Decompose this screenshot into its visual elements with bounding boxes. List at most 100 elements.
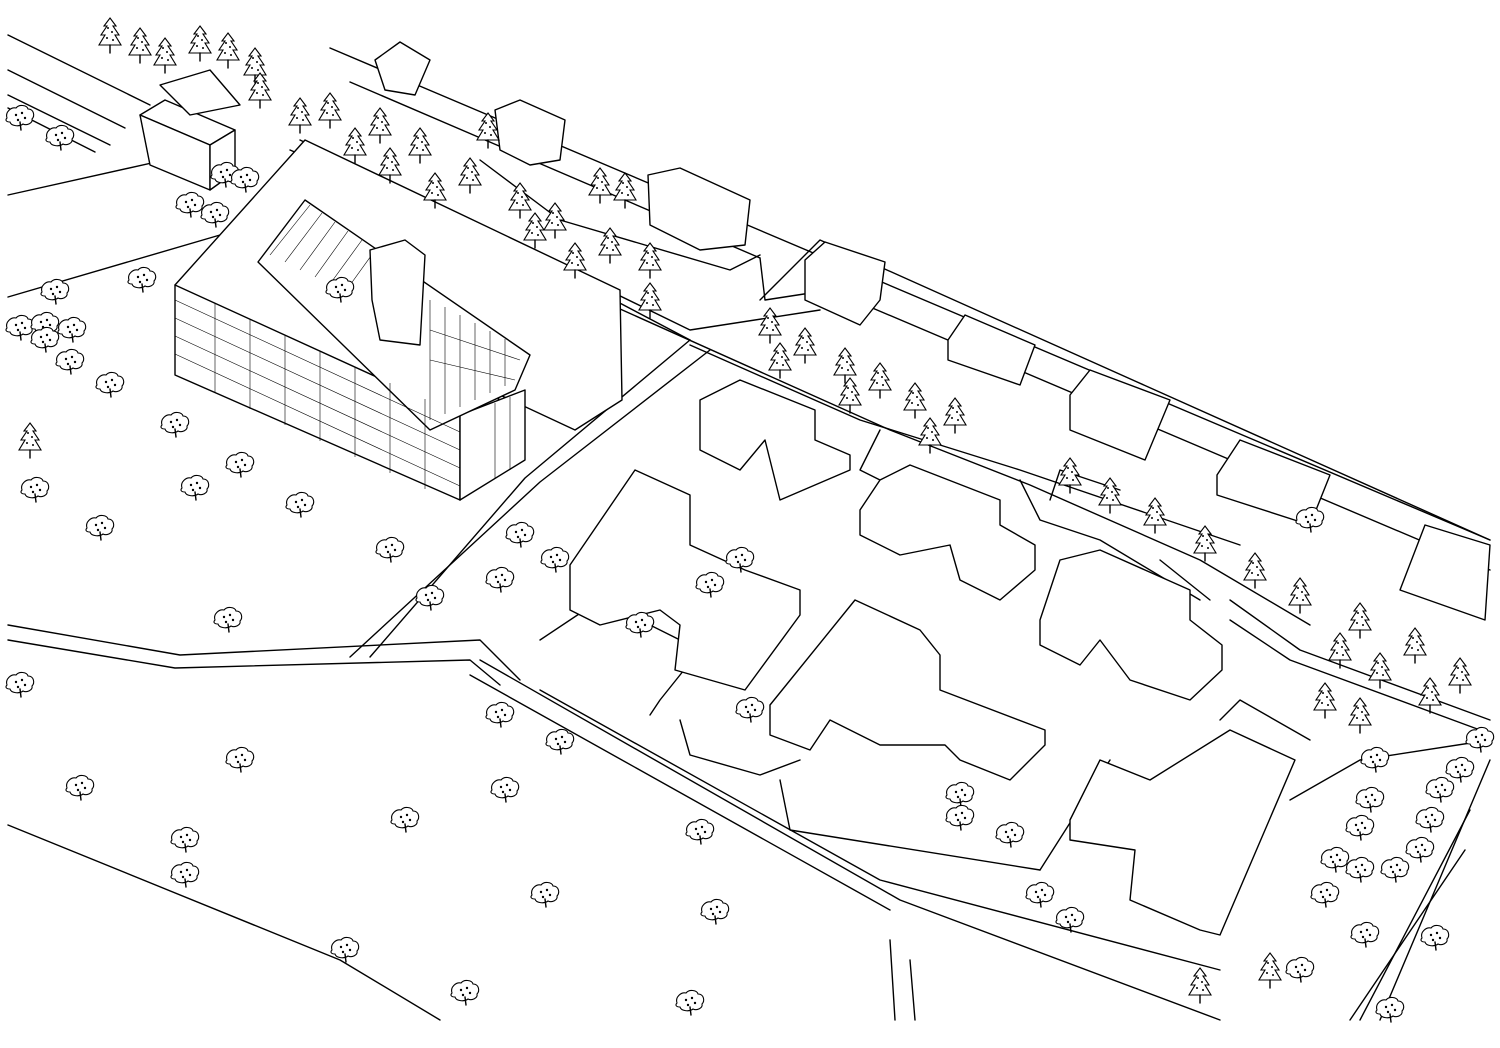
conifer-tree-icon	[1328, 632, 1352, 669]
conifer-tree-icon	[1348, 697, 1372, 734]
deciduous-tree-icon	[1425, 776, 1455, 803]
deciduous-tree-icon	[695, 571, 725, 598]
deciduous-tree-icon	[1295, 506, 1325, 533]
deciduous-tree-icon	[175, 191, 205, 218]
deciduous-tree-icon	[127, 266, 157, 293]
east-edge-road-2	[1359, 809, 1471, 1021]
glazed-canopy	[159, 69, 241, 116]
parking-loop-2	[1229, 619, 1481, 731]
conifer-tree-icon	[903, 382, 927, 419]
conifer-tree-icon	[343, 127, 367, 164]
deciduous-tree-icon	[230, 166, 260, 193]
conifer-tree-icon	[368, 107, 392, 144]
conifer-tree-icon	[1368, 652, 1392, 689]
boulevard-edge	[599, 299, 1311, 626]
conifer-tree-icon	[563, 242, 587, 279]
top-left-street-edge-2	[7, 69, 126, 129]
house-6-roof	[1069, 369, 1171, 461]
deciduous-tree-icon	[485, 701, 515, 728]
deciduous-tree-icon	[545, 728, 575, 755]
conifer-tree-icon	[1143, 497, 1167, 534]
cross-road-2	[1019, 479, 1201, 601]
deciduous-tree-icon	[700, 898, 730, 925]
conifer-tree-icon	[1448, 657, 1472, 694]
deciduous-tree-icon	[485, 566, 515, 593]
deciduous-tree-icon	[170, 826, 200, 853]
conifer-tree-icon	[838, 377, 862, 414]
deciduous-tree-icon	[95, 371, 125, 398]
deciduous-tree-icon	[20, 476, 50, 503]
block-outline-6	[1289, 739, 1491, 801]
block-f	[1069, 729, 1296, 936]
deciduous-tree-icon	[415, 584, 445, 611]
deciduous-tree-icon	[675, 989, 705, 1016]
deciduous-tree-icon	[1375, 996, 1405, 1023]
tree-layer	[5, 17, 1495, 1023]
lower-road-south	[7, 824, 441, 1021]
deciduous-tree-icon	[1415, 806, 1445, 833]
conifer-tree-icon	[128, 27, 152, 64]
conifer-tree-icon	[1348, 602, 1372, 639]
left-strip-1	[7, 94, 111, 146]
conifer-tree-icon	[153, 37, 177, 74]
conifer-tree-icon	[1188, 967, 1212, 1004]
deciduous-tree-icon	[1355, 786, 1385, 813]
deciduous-tree-icon	[530, 881, 560, 908]
deciduous-tree-icon	[1310, 881, 1340, 908]
deciduous-tree-icon	[65, 774, 95, 801]
north-lane	[759, 239, 1491, 541]
house-3-roof	[647, 167, 751, 251]
park-road-north	[7, 624, 521, 681]
house-7-roof	[1216, 439, 1331, 526]
conifer-tree-icon	[638, 242, 662, 279]
deciduous-tree-icon	[735, 696, 765, 723]
east-edge-road	[1379, 759, 1491, 1021]
conifer-tree-icon	[868, 362, 892, 399]
deciduous-tree-icon	[1380, 856, 1410, 883]
conifer-tree-icon	[523, 212, 547, 249]
conifer-tree-icon	[588, 167, 612, 204]
block-c	[1039, 549, 1223, 701]
park-road-south	[7, 639, 501, 686]
house-8-roof	[1399, 524, 1491, 621]
lower-road-branch	[889, 939, 896, 1021]
conifer-tree-icon	[1193, 525, 1217, 562]
facade-floor-lines	[174, 299, 511, 489]
house-1-roof	[374, 41, 431, 96]
conifer-tree-icon	[1243, 552, 1267, 589]
conifer-tree-icon	[1058, 457, 1082, 494]
block-b	[859, 464, 1036, 601]
deciduous-tree-icon	[85, 514, 115, 541]
side-lane-3	[1159, 559, 1211, 601]
deciduous-tree-icon	[285, 491, 315, 518]
conifer-tree-icon	[1403, 627, 1427, 664]
conifer-tree-icon	[638, 282, 662, 319]
deciduous-tree-icon	[55, 348, 85, 375]
deciduous-tree-icon	[390, 806, 420, 833]
left-parcel-edge	[7, 159, 166, 196]
conifer-tree-icon	[476, 112, 500, 149]
deciduous-tree-icon	[225, 451, 255, 478]
conifer-tree-icon	[18, 422, 42, 459]
deciduous-tree-icon	[40, 278, 70, 305]
deciduous-tree-icon	[30, 311, 60, 338]
conifer-tree-icon	[758, 307, 782, 344]
deciduous-tree-icon	[45, 124, 75, 151]
houses-north-avenue	[374, 41, 1491, 621]
deciduous-tree-icon	[325, 276, 355, 303]
conifer-tree-icon	[833, 347, 857, 384]
conifer-tree-icon	[1418, 677, 1442, 714]
conifer-tree-icon	[378, 147, 402, 184]
deciduous-tree-icon	[945, 781, 975, 808]
deciduous-tree-icon	[1025, 881, 1055, 908]
deciduous-tree-icon	[540, 546, 570, 573]
deciduous-tree-icon	[995, 821, 1025, 848]
block-e	[769, 599, 1046, 781]
block-d	[569, 469, 801, 691]
central-diagonal-road	[349, 349, 711, 658]
conifer-tree-icon	[458, 157, 482, 194]
conifer-tree-icon	[1288, 577, 1312, 614]
deciduous-tree-icon	[5, 671, 35, 698]
conifer-tree-icon	[508, 182, 532, 219]
